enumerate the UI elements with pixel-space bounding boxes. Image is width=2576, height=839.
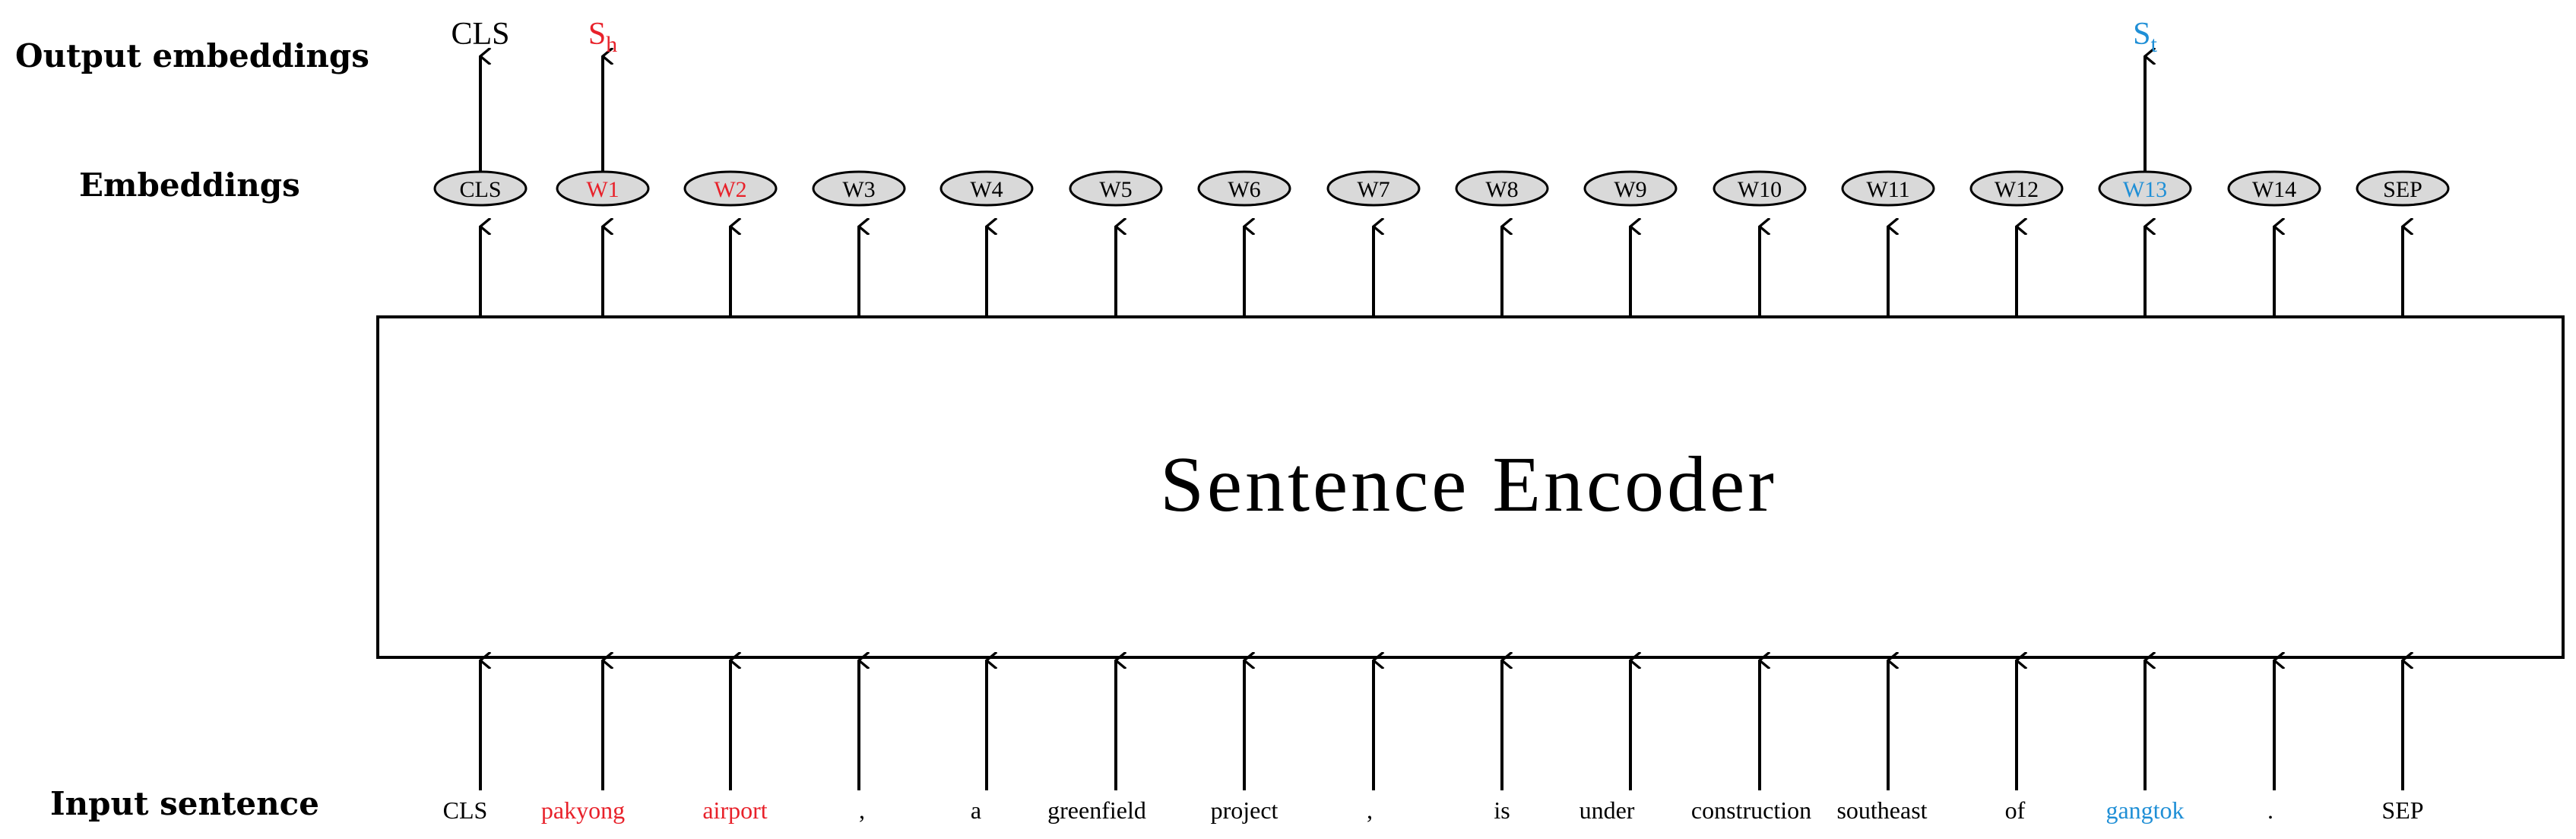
embedding-node-label: W14 — [2252, 177, 2296, 202]
embedding-node-shape — [1197, 170, 1291, 207]
embedding-node-label: W6 — [1228, 177, 1260, 202]
embedding-node-shape — [1583, 170, 1678, 207]
embedding-node-shape — [1713, 170, 1807, 207]
embedding-node: W10 — [1713, 170, 1807, 207]
embedding-node-label: W13 — [2123, 177, 2167, 202]
input-token: gangtok — [2105, 796, 2184, 824]
embedding-node-shape — [683, 170, 778, 207]
embedding-node-label: W1 — [586, 177, 619, 202]
embedding-node: W11 — [1841, 170, 1935, 207]
embedding-node-shape — [1841, 170, 1935, 207]
embedding-node-label: W5 — [1099, 177, 1132, 202]
embedding-node-label: W12 — [1995, 177, 2039, 202]
output-embedding-label: CLS — [451, 17, 509, 52]
embedding-node-label: W4 — [970, 177, 1003, 202]
embedding-node: W14 — [2227, 170, 2321, 207]
embedding-node-shape — [1326, 170, 1421, 207]
sentence-encoder-box — [376, 315, 2565, 659]
output-embedding-main: S — [2133, 17, 2150, 52]
input-token: airport — [702, 796, 767, 824]
embedding-node: W8 — [1455, 170, 1549, 207]
input-token: is — [1494, 796, 1510, 824]
input-token: pakyong — [541, 796, 625, 824]
embedding-nodes: CLS W1 W2 W3 W4 W5 W6 W7 W8 W9 W10 W11 W12 W13 W14 SEP — [433, 170, 2450, 207]
embedding-node: W9 — [1583, 170, 1678, 207]
output-embedding-main: CLS — [451, 17, 509, 52]
embedding-node: W1 — [556, 170, 650, 207]
embedding-node-shape — [1069, 170, 1163, 207]
embedding-node: W12 — [1969, 170, 2064, 207]
embedding-node: W4 — [939, 170, 1034, 207]
input-arrows — [480, 660, 2403, 790]
input-token: SEP — [2381, 796, 2423, 824]
input-token: . — [2267, 796, 2273, 824]
embedding-node-label: CLS — [459, 177, 501, 202]
input-token: , — [1367, 796, 1373, 824]
embedding-node-label: W7 — [1357, 177, 1389, 202]
embedding-node: W7 — [1326, 170, 1421, 207]
embedding-node-shape — [2227, 170, 2321, 207]
input-tokens: CLS pakyong airport, a greenfield project, is u… — [443, 796, 2424, 824]
input-token: project — [1211, 796, 1278, 824]
input-token: a — [971, 796, 981, 824]
embedding-node-label: W11 — [1866, 177, 1909, 202]
embedding-node-label: W2 — [714, 177, 746, 202]
embedding-node: W6 — [1197, 170, 1291, 207]
input-token: southeast — [1836, 796, 1927, 824]
output-embedding-subscript: t — [2151, 32, 2158, 57]
embedding-node: SEP — [2356, 170, 2450, 207]
encoder-output-arrows — [480, 226, 2403, 317]
embedding-node-shape — [939, 170, 1034, 207]
output-embeddings-label: Output embeddings — [15, 37, 369, 74]
embedding-node: W3 — [812, 170, 906, 207]
embedding-node-shape — [2356, 170, 2450, 207]
embedding-node: W2 — [683, 170, 778, 207]
embedding-node: CLS — [433, 170, 528, 207]
embedding-node-label: W8 — [1485, 177, 1518, 202]
input-token: , — [859, 796, 865, 824]
embedding-node-label: W9 — [1614, 177, 1646, 202]
embedding-node-label: W10 — [1738, 177, 1782, 202]
input-sentence-label: Input sentence — [50, 785, 319, 822]
input-token: construction — [1691, 796, 1811, 824]
embeddings-label: Embeddings — [79, 166, 300, 204]
input-token: CLS — [443, 796, 488, 824]
embedding-node-shape — [1455, 170, 1549, 207]
output-embedding-subscript: h — [606, 32, 617, 57]
input-token: greenfield — [1047, 796, 1146, 824]
embedding-node: W5 — [1069, 170, 1163, 207]
embedding-node-label: W3 — [842, 177, 875, 202]
output-arrows — [480, 56, 2145, 172]
output-embedding-label: Sh — [588, 17, 617, 57]
output-embedding-label: St — [2133, 17, 2157, 57]
input-token: of — [2005, 796, 2026, 824]
embedding-node-label: SEP — [2383, 177, 2422, 202]
output-embedding-main: S — [588, 17, 606, 52]
input-token: under — [1580, 796, 1635, 824]
embedding-node-shape — [812, 170, 906, 207]
embedding-node: W13 — [2098, 170, 2192, 207]
embedding-node-shape — [1969, 170, 2064, 207]
sentence-encoder-label: Sentence Encoder — [1160, 441, 1777, 528]
